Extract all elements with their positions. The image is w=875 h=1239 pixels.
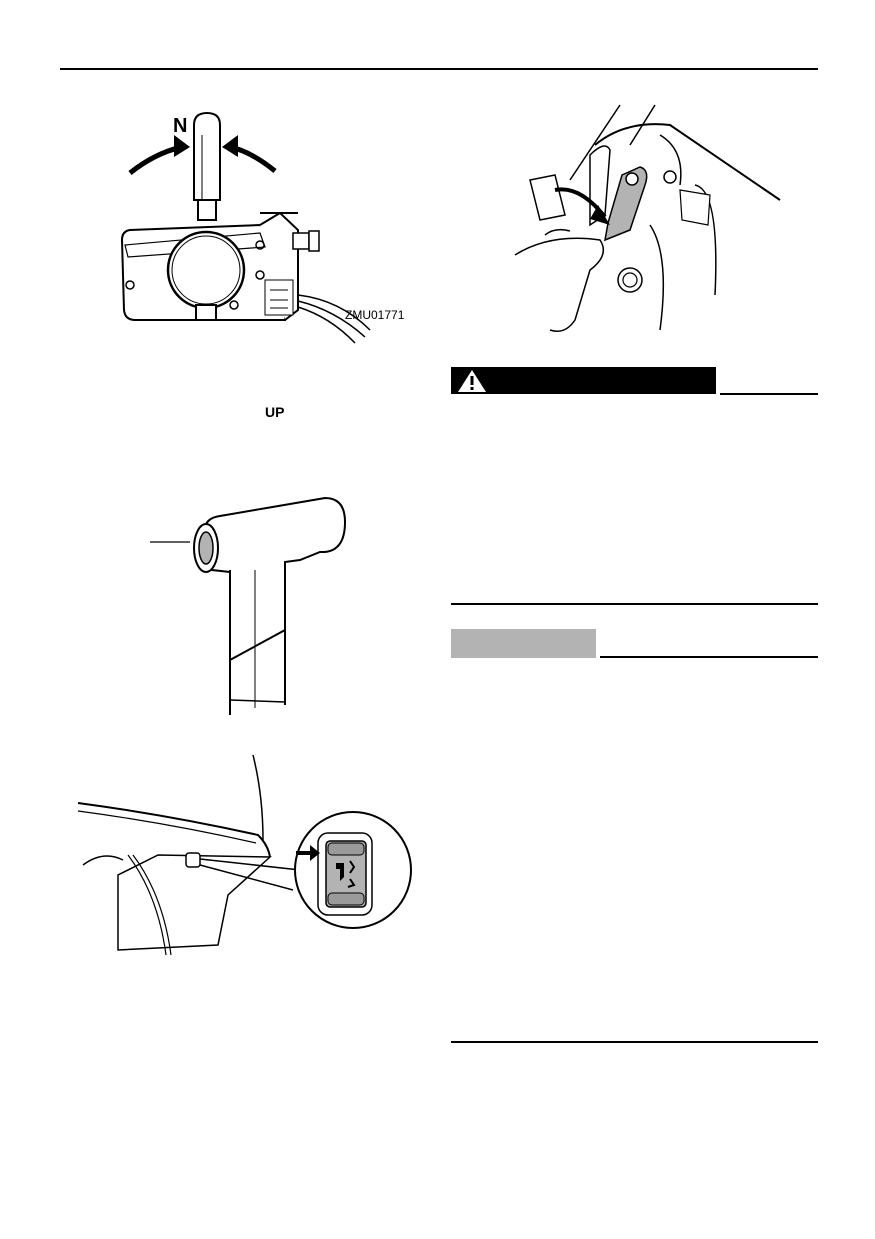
remote-control-illustration — [120, 111, 371, 344]
tilt-support-figure — [510, 104, 800, 345]
header-rule — [60, 68, 818, 70]
figure-code: ZMU01771 — [345, 308, 405, 322]
lever-grip-illustration — [150, 496, 347, 715]
note-banner — [451, 629, 596, 658]
lever-grip-figure — [150, 490, 350, 715]
tilt-support-illustration — [514, 104, 781, 332]
cowling-switch-figure — [77, 754, 413, 965]
note-end-rule — [451, 1041, 818, 1043]
neutral-label: N — [173, 115, 188, 137]
cowling-switch-illustration — [77, 754, 412, 956]
tilt-up-label: UP — [265, 404, 285, 420]
warning-end-rule — [451, 603, 818, 605]
warning-header-rule — [720, 393, 818, 395]
warning-banner — [451, 367, 716, 394]
remote-control-figure: N ZMU01771 — [110, 105, 420, 345]
warning-triangle-icon — [458, 370, 486, 392]
note-header-rule — [600, 656, 818, 658]
